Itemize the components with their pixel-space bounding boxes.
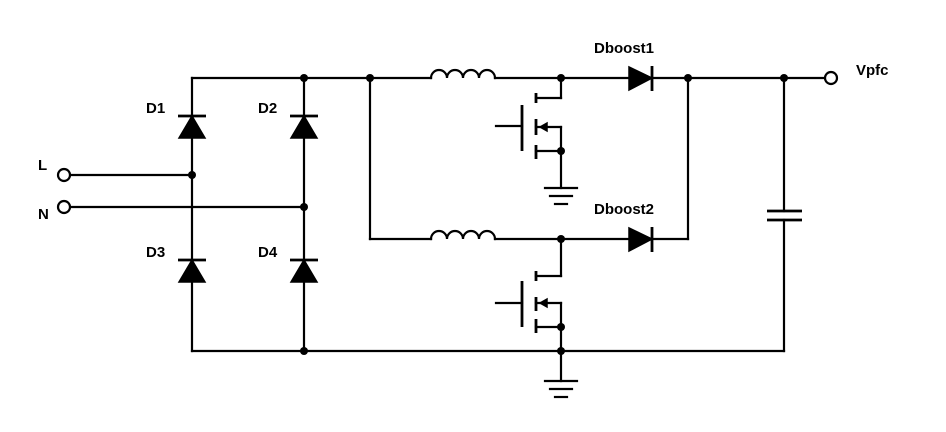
- junction-dot: [557, 235, 565, 243]
- junction-dot: [557, 323, 565, 331]
- junction-dot: [300, 203, 308, 211]
- vpfc-terminal: [823, 70, 839, 86]
- label-vpfc: Vpfc: [856, 62, 889, 79]
- boost-rail-split: [368, 76, 433, 241]
- output-rail: [650, 70, 839, 241]
- inductor-2: [429, 229, 631, 241]
- label-dboost1: Dboost1: [594, 40, 654, 57]
- mosfet-2: [494, 237, 563, 383]
- ac-input-neutral: [56, 199, 306, 215]
- ground-1: [543, 186, 579, 206]
- junction-dot: [300, 74, 308, 82]
- label-neutral: N: [38, 206, 49, 223]
- neutral-terminal: [56, 199, 72, 215]
- junction-dot: [684, 74, 692, 82]
- diode-d3: [177, 258, 207, 283]
- diode-d2: [289, 114, 319, 139]
- junction-dot: [557, 147, 565, 155]
- ac-input-line: [56, 167, 194, 183]
- label-line: L: [38, 157, 47, 174]
- bridge-rectifier: [190, 76, 786, 353]
- label-d1: D1: [146, 100, 165, 117]
- diode-dboost1: [628, 65, 654, 92]
- junction-dot: [780, 74, 788, 82]
- diode-d1: [177, 114, 207, 139]
- ground-2: [543, 379, 579, 399]
- label-d3: D3: [146, 244, 165, 261]
- line-terminal: [56, 167, 72, 183]
- junction-dot: [300, 347, 308, 355]
- inductor-1: [429, 68, 631, 80]
- junction-dot: [366, 74, 374, 82]
- label-d4: D4: [258, 244, 278, 261]
- junction-dot: [188, 171, 196, 179]
- diode-dboost2: [628, 226, 654, 253]
- label-d2: D2: [258, 100, 277, 117]
- output-capacitor: [767, 76, 802, 353]
- junction-dot: [557, 74, 565, 82]
- junction-dots: [188, 74, 788, 355]
- diode-d4: [289, 258, 319, 283]
- mosfet-1: [494, 76, 563, 190]
- junction-dot: [557, 347, 565, 355]
- label-dboost2: Dboost2: [594, 201, 654, 218]
